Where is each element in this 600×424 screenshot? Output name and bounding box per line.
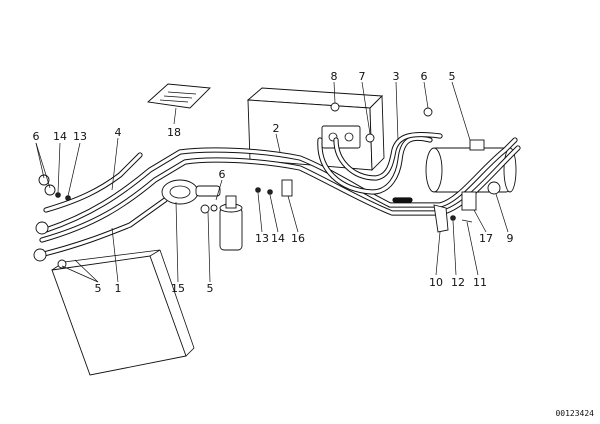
info-plate (146, 83, 211, 109)
part-label-14: 14 (271, 232, 285, 245)
part-label-18: 18 (167, 126, 181, 139)
flexible-hoses (317, 131, 443, 203)
part-label-10: 10 (429, 276, 443, 289)
part-label-6: 6 (219, 168, 226, 181)
part-label-1: 1 (115, 282, 122, 295)
part-label-12: 12 (451, 276, 465, 289)
part-label-5: 5 (95, 282, 102, 295)
part-label-8: 8 (331, 70, 338, 83)
part-label-15: 15 (171, 282, 185, 295)
part-label-4: 4 (115, 126, 122, 139)
part-label-16: 16 (291, 232, 305, 245)
part-label-17: 17 (479, 232, 493, 245)
part-label-6: 6 (33, 130, 40, 143)
part-label-3: 3 (393, 70, 400, 83)
part-label-6: 6 (421, 70, 428, 83)
part-label-13: 13 (73, 130, 87, 143)
part-label-14: 14 (53, 130, 67, 143)
part-label-5: 5 (449, 70, 456, 83)
document-id: 00123424 (555, 409, 594, 418)
condenser-panel (51, 249, 195, 376)
part-label-9: 9 (507, 232, 514, 245)
part-label-2: 2 (273, 122, 280, 135)
part-label-11: 11 (473, 276, 487, 289)
leader-lines (35, 81, 509, 283)
fittings (33, 102, 501, 269)
receiver-drier-assembly (161, 179, 243, 251)
part-labels: 6 14 13 4 18 2 8 7 3 6 5 6 13 14 16 5 1 … (33, 70, 514, 295)
part-label-7: 7 (359, 70, 366, 83)
part-label-5: 5 (207, 282, 214, 295)
evaporator-box (246, 87, 385, 172)
tube-bundle (37, 137, 521, 258)
part-label-13: 13 (255, 232, 269, 245)
